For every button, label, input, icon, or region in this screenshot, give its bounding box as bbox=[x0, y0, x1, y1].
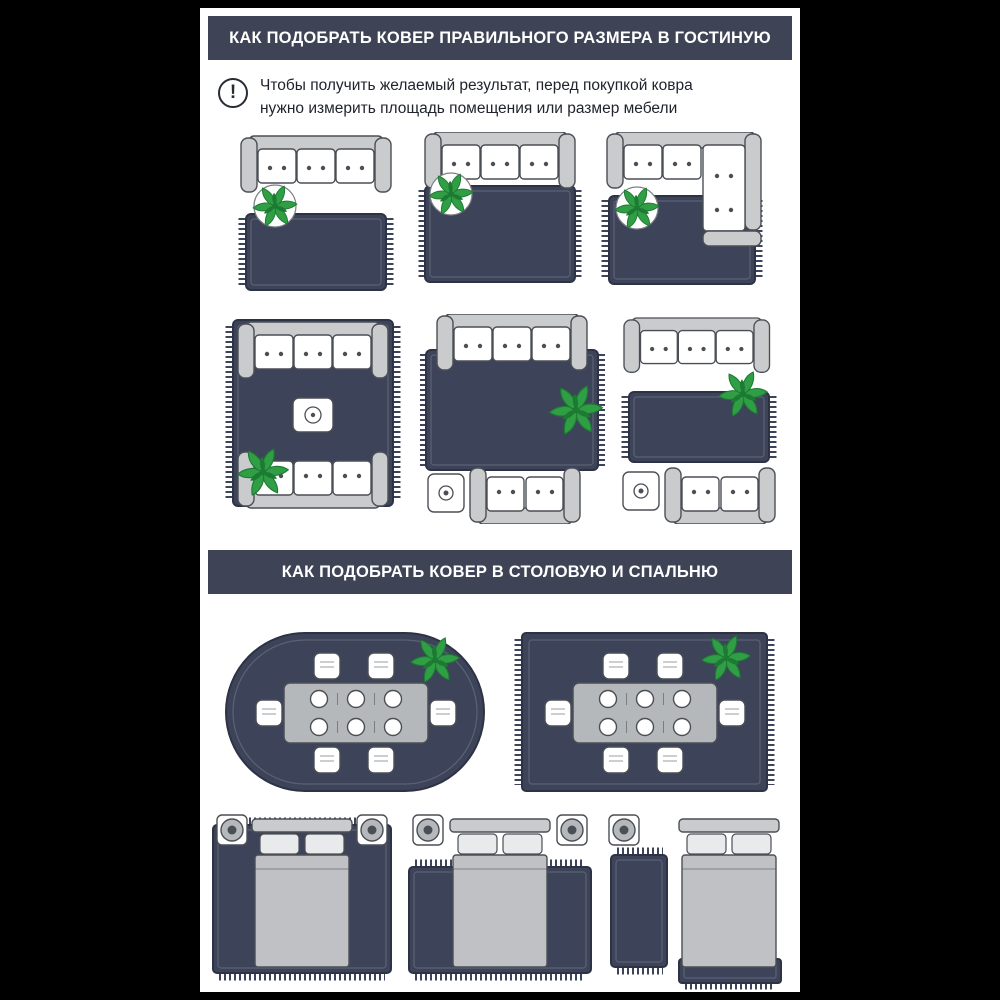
nightstand-right bbox=[356, 814, 388, 846]
bed bbox=[449, 818, 551, 968]
section-header-dining-bedroom: КАК ПОДОБРАТЬ КОВЕР В СТОЛОВУЮ И СПАЛЬНЮ bbox=[208, 550, 792, 594]
bedroom-examples-row bbox=[200, 813, 800, 991]
sofa-top bbox=[623, 317, 771, 373]
nightstand-right bbox=[556, 814, 588, 846]
side-table bbox=[427, 473, 465, 513]
warning-note: ! Чтобы получить желаемый результат, пер… bbox=[200, 74, 800, 120]
note-line-2: нужно измерить площадь помещения или раз… bbox=[260, 100, 678, 117]
section-title: КАК ПОДОБРАТЬ КОВЕР ПРАВИЛЬНОГО РАЗМЕРА … bbox=[229, 28, 771, 47]
plant bbox=[252, 184, 298, 228]
plant bbox=[614, 186, 660, 230]
section-header-living-room: КАК ПОДОБРАТЬ КОВЕР ПРАВИЛЬНОГО РАЗМЕРА … bbox=[208, 16, 792, 60]
sofa bbox=[240, 135, 392, 193]
side-runner-rug bbox=[610, 847, 668, 975]
diagram-small-rug-between-sofas bbox=[621, 317, 777, 524]
living-room-examples-row-1 bbox=[200, 132, 800, 298]
diagram-oval-rug-dining bbox=[225, 632, 485, 792]
sofa-bottom bbox=[469, 467, 581, 524]
diagram-bedroom-side-runner bbox=[608, 814, 782, 990]
note-text: Чтобы получить желаемый результат, перед… bbox=[260, 74, 693, 120]
dining-examples-row bbox=[200, 628, 800, 798]
diagram-rug-under-front-legs bbox=[418, 132, 582, 283]
infographic-panel: КАК ПОДОБРАТЬ КОВЕР ПРАВИЛЬНОГО РАЗМЕРА … bbox=[200, 8, 800, 992]
exclamation-icon: ! bbox=[218, 78, 248, 108]
diagram-rug-under-corner-sofa bbox=[601, 132, 763, 285]
plant bbox=[428, 172, 474, 216]
bed bbox=[678, 818, 780, 968]
nightstand-left bbox=[412, 814, 444, 846]
side-table bbox=[622, 471, 660, 511]
living-room-examples-row-2 bbox=[200, 314, 800, 524]
rug bbox=[238, 213, 394, 291]
section-title: КАК ПОДОБРАТЬ КОВЕР В СТОЛОВУЮ И СПАЛЬНЮ bbox=[281, 562, 719, 581]
note-line-1: Чтобы получить желаемый результат, перед… bbox=[260, 77, 693, 94]
diagram-rect-rug-dining bbox=[514, 632, 775, 792]
sofa-top bbox=[436, 314, 588, 371]
nightstand-left bbox=[608, 814, 640, 846]
diagram-rug-in-front-of-sofa bbox=[238, 135, 394, 291]
diagram-bedroom-full-rug bbox=[212, 814, 392, 981]
sofa-top bbox=[237, 321, 389, 379]
coffee-table bbox=[292, 397, 334, 433]
diagram-large-rug-two-sofas bbox=[225, 319, 401, 509]
sofa-bottom bbox=[664, 467, 776, 524]
nightstand-left bbox=[216, 814, 248, 846]
diagram-bedroom-partial-rug bbox=[408, 814, 592, 981]
diagram-rug-seating-area bbox=[420, 314, 605, 524]
